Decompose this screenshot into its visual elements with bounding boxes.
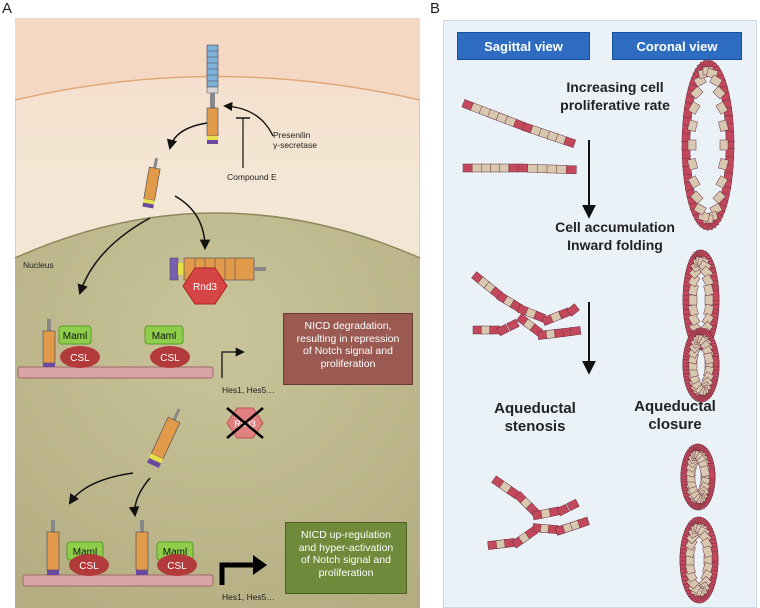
notch-receptor	[206, 44, 219, 144]
sagittal-cell	[499, 163, 510, 173]
coronal-cell	[703, 352, 715, 365]
coronal-view-label: Coronal view	[612, 32, 742, 60]
coronal-cell	[688, 294, 698, 306]
sagittal-cell	[566, 303, 580, 317]
coronal-cell	[699, 465, 711, 478]
dna-strand-bottom	[22, 574, 214, 587]
coronal-cell	[725, 131, 735, 142]
step-increasing-proliferation: Increasing cell proliferative rate	[560, 79, 670, 113]
transcription-arrow-bottom	[219, 562, 255, 585]
nucleus	[15, 213, 420, 608]
coronal-cell	[715, 175, 729, 189]
transcription-arrow-top	[221, 347, 245, 378]
rnd3-hexagon	[182, 267, 228, 305]
sagittal-cell	[508, 163, 520, 173]
coronal-cell	[687, 119, 699, 133]
sagittal-cell	[546, 164, 558, 174]
coronal-cell	[687, 139, 697, 151]
svg-text:CSL: CSL	[70, 353, 90, 364]
sagittal-cell	[556, 503, 570, 517]
coronal-cell	[712, 190, 727, 205]
coronal-cell	[687, 303, 699, 317]
svg-text:Maml: Maml	[73, 547, 97, 558]
coronal-cell	[719, 139, 729, 151]
sagittal-cell	[536, 164, 548, 174]
step-cell-accumulation: Cell accumulation Inward folding	[555, 219, 675, 253]
svg-text:CSL: CSL	[79, 561, 99, 572]
coronal-cell	[687, 157, 699, 171]
gamma-secretase-label: γ-secretase	[273, 140, 317, 150]
aqueductal-stenosis-label: Aqueductal stenosis	[494, 400, 576, 435]
presenilin-arrow	[223, 101, 274, 137]
coronal-cell	[703, 283, 715, 297]
coronal-cell	[709, 74, 723, 88]
svg-text:Rnd3: Rnd3	[193, 282, 217, 293]
nicd-upregulation-box: NICD up-regulation and hyper-activation …	[285, 522, 407, 594]
hes-label-bottom: Hes1, Hes5…	[222, 592, 275, 602]
svg-text:Maml: Maml	[63, 331, 87, 342]
sagittal-cell	[527, 163, 539, 173]
sagittal-cell	[496, 323, 510, 337]
svg-text:CSL: CSL	[160, 353, 180, 364]
nicd-rnd3-complex: Rnd3	[169, 257, 266, 305]
sagittal-cell	[566, 498, 580, 512]
coronal-cell	[717, 157, 729, 171]
transcription-complex-1: Maml CSL	[42, 319, 100, 368]
sagittal-view-label: Sagittal view	[457, 32, 590, 60]
panel-b-cells	[461, 59, 735, 604]
panel-b-letter: B	[430, 0, 441, 17]
sagittal-cell	[481, 163, 492, 173]
nicd-degradation-box: NICD degradation, resulting in repressio…	[283, 313, 413, 385]
coronal-cell	[689, 190, 704, 205]
coronal-cell	[693, 202, 707, 216]
sagittal-cell	[563, 136, 577, 148]
aqueductal-closure-label: Aqueductal closure	[634, 398, 716, 433]
svg-text:Maml: Maml	[163, 547, 187, 558]
sagittal-cell	[490, 163, 501, 173]
coronal-cell	[712, 85, 727, 100]
hes-label-top: Hes1, Hes5…	[222, 385, 275, 395]
svg-text:Maml: Maml	[152, 331, 176, 342]
dna-strand-top	[17, 366, 214, 379]
coronal-cell	[702, 545, 714, 558]
transcription-complex-4: Maml CSL	[135, 520, 197, 576]
coronal-cell	[689, 85, 704, 100]
sagittal-cell	[471, 163, 483, 173]
svg-text:CSL: CSL	[167, 561, 187, 572]
coronal-cell	[717, 119, 729, 133]
coronal-cell	[704, 294, 714, 306]
coronal-cell	[715, 101, 729, 115]
sagittal-cell	[506, 318, 520, 332]
sagittal-cell	[556, 164, 568, 174]
sagittal-cell	[565, 165, 577, 175]
rnd3-absent: Rnd3	[226, 407, 264, 439]
transcription-complex-3: Maml CSL	[46, 520, 109, 576]
nicd-cytoplasm	[142, 158, 161, 209]
sagittal-cell	[577, 516, 590, 529]
panel-a-letter: A	[2, 0, 13, 17]
sagittal-cell	[462, 163, 474, 173]
compound-e-label: Compound E	[227, 172, 277, 182]
coronal-cell	[687, 175, 701, 189]
coronal-cell	[687, 101, 701, 115]
sagittal-cell	[517, 163, 529, 173]
transcription-complex-2: Maml CSL	[144, 325, 190, 368]
sagittal-cell	[569, 326, 582, 336]
nucleus-label: Nucleus	[23, 260, 54, 270]
nicd-free	[147, 408, 181, 468]
presenilin-label: Presenilin	[273, 130, 311, 140]
